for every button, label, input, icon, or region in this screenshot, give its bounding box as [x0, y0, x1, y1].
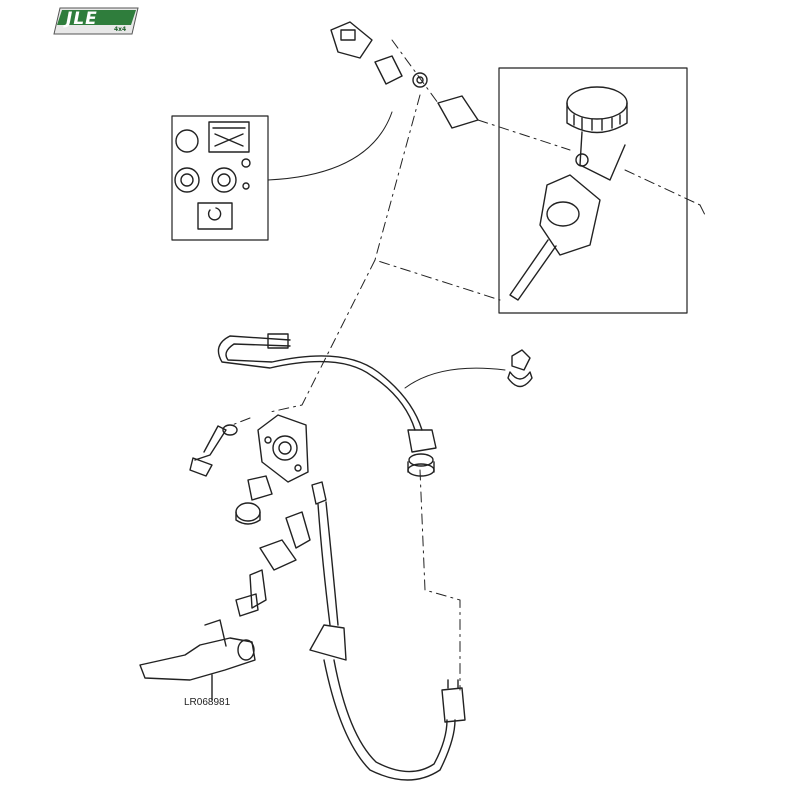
- slave-cylinder: [139, 619, 256, 701]
- part-number-label: LR068981: [184, 697, 231, 708]
- brand-logo-text: JLE: [66, 9, 98, 29]
- slave-cylinder-parts: [235, 511, 311, 617]
- brand-logo-subtext: 4x4: [114, 26, 127, 33]
- brand-logo: JLE 4x4: [52, 6, 140, 36]
- assembly-dashed-lines: [231, 39, 706, 691]
- seal-kit-leader: [267, 111, 393, 181]
- seal-kit-box: [171, 115, 269, 241]
- bleed-screw-parts: [330, 21, 479, 129]
- gasket-plate: [257, 414, 309, 483]
- flexible-hose: [309, 481, 466, 781]
- pipe-end-fitting: [407, 429, 437, 477]
- retaining-clip: [404, 349, 533, 389]
- master-cylinder-box: [498, 67, 688, 314]
- clutch-pipe: [217, 333, 423, 431]
- brand-logo-badge: [53, 7, 139, 35]
- bushes-and-nuts: [235, 475, 273, 525]
- bolt-and-washer: [189, 424, 238, 477]
